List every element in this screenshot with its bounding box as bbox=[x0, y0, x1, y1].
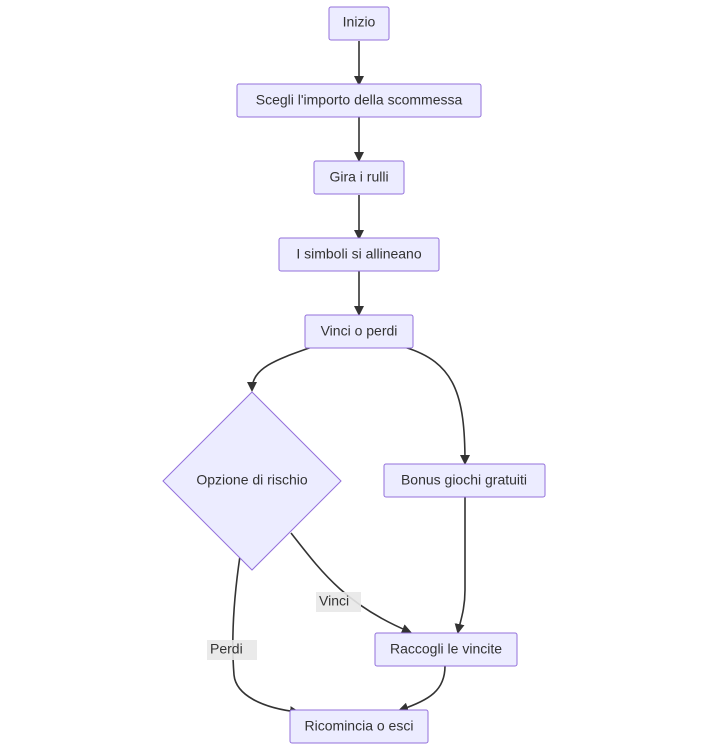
node-spin: Gira i rulli bbox=[313, 160, 405, 195]
node-restart-or-exit: Ricomincia o esci bbox=[289, 709, 429, 744]
node-risk-option-label: Opzione di rischio bbox=[196, 472, 307, 488]
edge-risk-option-to-restart bbox=[232, 555, 300, 717]
node-bonus-free-games: Bonus giochi gratuiti bbox=[383, 463, 546, 498]
edge-win-or-lose-to-bonus bbox=[403, 346, 470, 465]
node-win-or-lose-label: Vinci o perdi bbox=[321, 323, 398, 339]
edge-win-or-lose-to-risk-option bbox=[247, 346, 313, 392]
node-spin-label: Gira i rulli bbox=[329, 169, 388, 185]
node-choose-bet: Scegli l'importo della scommessa bbox=[236, 83, 482, 118]
node-start-label: Inizio bbox=[343, 14, 376, 30]
node-symbols-align-label: I simboli si allineano bbox=[296, 246, 421, 262]
node-start: Inizio bbox=[328, 6, 390, 41]
edge-label-lose: Perdi bbox=[207, 640, 257, 660]
node-choose-bet-label: Scegli l'importo della scommessa bbox=[256, 92, 463, 108]
edge-label-win: Vinci bbox=[316, 592, 361, 612]
node-risk-option: Opzione di rischio bbox=[162, 391, 342, 571]
edge-label-lose-text: Perdi bbox=[210, 641, 243, 657]
node-collect-winnings: Raccogli le vincite bbox=[374, 632, 518, 667]
edge-collect-to-restart bbox=[398, 665, 446, 713]
edge-bonus-to-collect bbox=[454, 497, 466, 634]
node-restart-or-exit-label: Ricomincia o esci bbox=[305, 718, 414, 734]
node-bonus-free-games-label: Bonus giochi gratuiti bbox=[401, 472, 527, 488]
edge-label-win-text: Vinci bbox=[319, 593, 349, 609]
edge-risk-option-to-collect bbox=[290, 532, 412, 634]
node-collect-winnings-label: Raccogli le vincite bbox=[390, 641, 502, 657]
node-symbols-align: I simboli si allineano bbox=[278, 237, 440, 272]
node-win-or-lose: Vinci o perdi bbox=[304, 314, 414, 349]
